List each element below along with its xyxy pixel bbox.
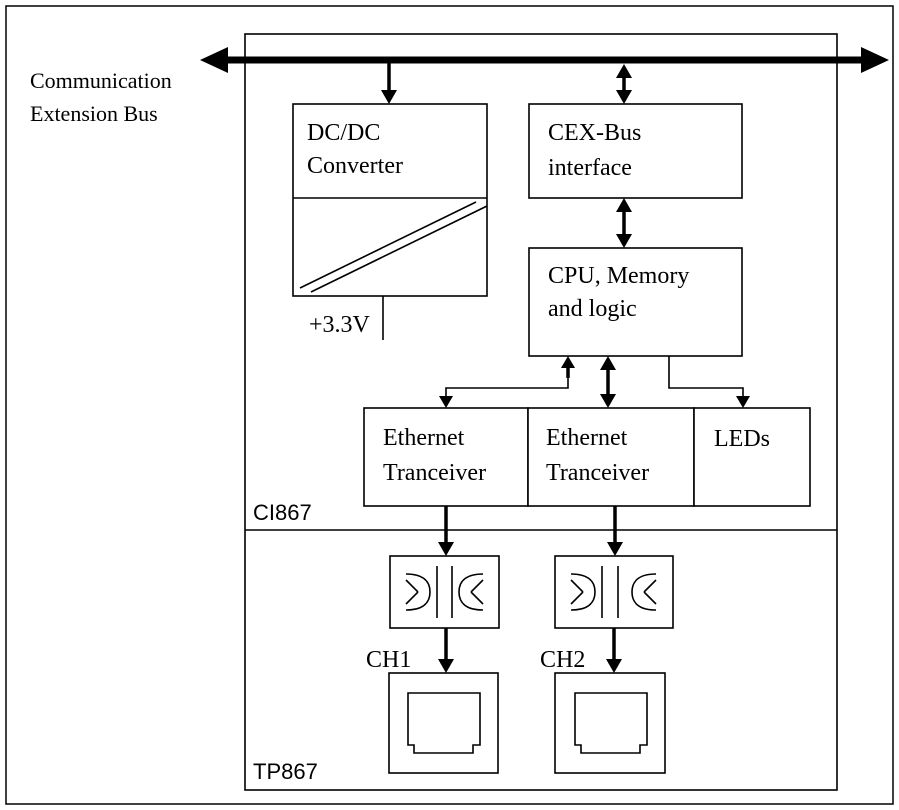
arrow-eth1-to-transformer1	[438, 506, 454, 556]
transformer-1-icon	[389, 555, 500, 629]
arrow-transformer1-to-port1	[438, 628, 454, 673]
ethernet-transceiver-2-box	[527, 407, 695, 507]
dcdc-label-line2: Converter	[307, 153, 403, 179]
cex-bus-interface-box	[528, 103, 743, 199]
leds-label: LEDs	[714, 426, 770, 452]
bus-label-line1: Communication	[30, 68, 172, 93]
module-label-lower: TP867	[253, 759, 318, 784]
leds-box	[693, 407, 811, 507]
arrow-bus-to-dcdc	[381, 60, 397, 104]
communication-extension-bus	[200, 47, 889, 73]
arrow-transformer2-to-port2	[606, 628, 622, 673]
module-label-upper: CI867	[253, 500, 312, 525]
channel-label-ch2: CH2	[540, 647, 585, 673]
ethernet-transceiver-1-box	[363, 407, 529, 507]
cpu-label-line2: and logic	[548, 296, 637, 322]
arrow-cex-cpu	[616, 198, 632, 248]
eth1-label-line2: Tranceiver	[383, 460, 486, 486]
eth2-label-line2: Tranceiver	[546, 460, 649, 486]
cex-label-line1: CEX-Bus	[548, 120, 641, 146]
arrow-bus-cex	[616, 64, 632, 104]
transformer-2-icon	[554, 555, 674, 629]
bus-label-line2: Extension Bus	[30, 101, 158, 126]
arrow-cpu-eth2	[600, 356, 616, 408]
arrow-eth2-to-transformer2	[607, 506, 623, 556]
eth2-label-line1: Ethernet	[546, 425, 628, 451]
dcdc-output-label: +3.3V	[309, 312, 371, 338]
outer-frame	[5, 5, 894, 805]
rj45-port-2-icon	[554, 672, 666, 774]
channel-label-ch1: CH1	[366, 647, 411, 673]
arrow-cpu-eth1	[439, 356, 575, 408]
arrow-cpu-leds	[668, 356, 750, 408]
eth1-label-line1: Ethernet	[383, 425, 465, 451]
dcdc-converter-box	[292, 103, 488, 297]
cpu-memory-logic-box	[528, 247, 743, 357]
module-outline	[244, 33, 838, 791]
cpu-label-line1: CPU, Memory	[548, 263, 689, 289]
dcdc-label-line1: DC/DC	[307, 120, 380, 146]
cex-label-line2: interface	[548, 155, 632, 181]
rj45-port-1-icon	[388, 672, 499, 774]
